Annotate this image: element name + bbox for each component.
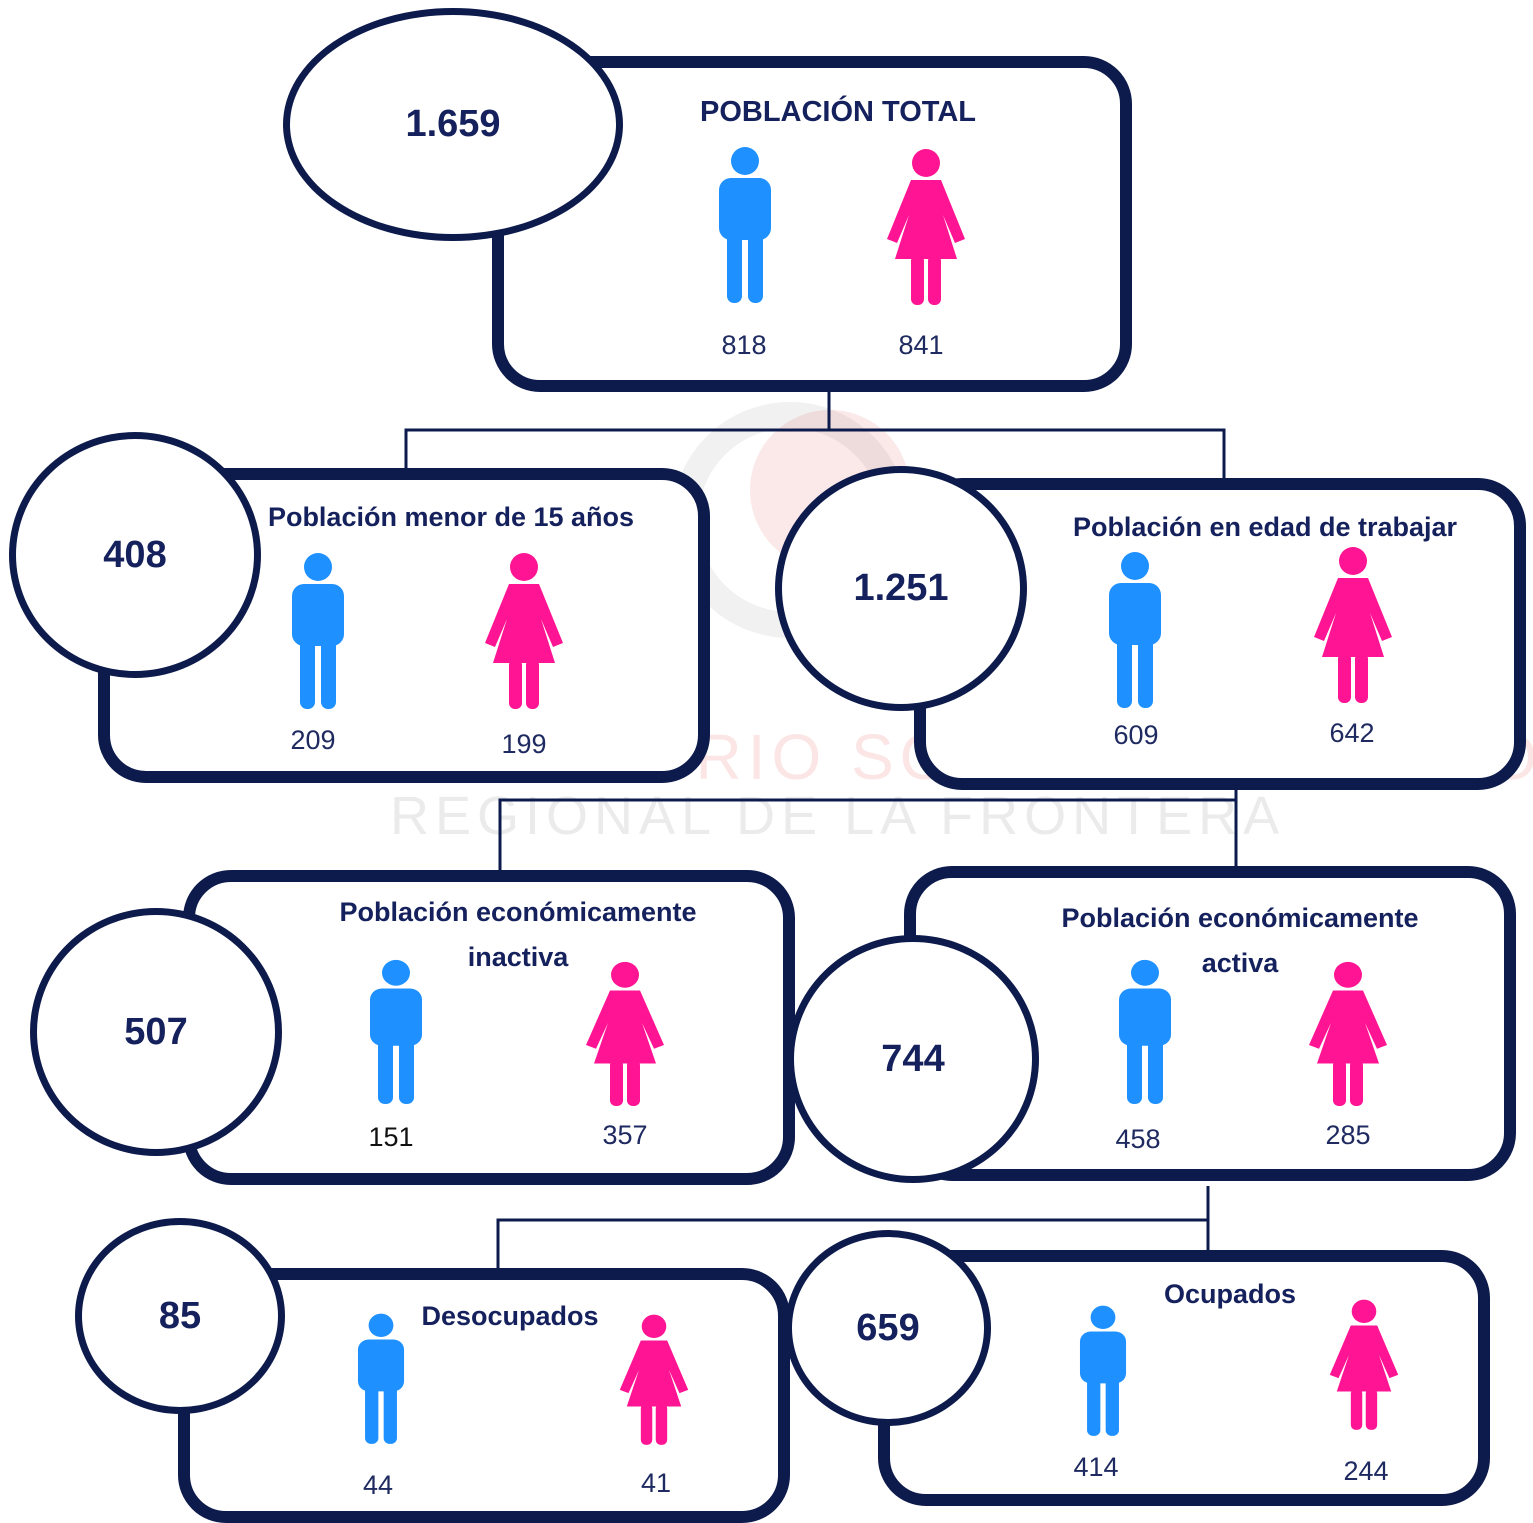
- male-person-icon: [1079, 1305, 1127, 1436]
- node-title: Población económicamente activa: [1061, 903, 1419, 978]
- total-value: 659: [856, 1306, 920, 1349]
- male-person-icon: [370, 959, 422, 1104]
- total-bubble: 1.659: [283, 8, 623, 241]
- female-count: 642: [1329, 718, 1375, 748]
- female-count: 285: [1325, 1120, 1371, 1150]
- total-bubble: 507: [30, 908, 282, 1156]
- node-box: [178, 1268, 790, 1523]
- total-value: 408: [103, 533, 167, 576]
- female-person-icon: [586, 961, 664, 1106]
- male-person-icon: [292, 553, 344, 709]
- male-count: 209: [290, 725, 336, 755]
- total-value: 744: [881, 1037, 945, 1080]
- total-bubble: 744: [787, 935, 1039, 1183]
- total-bubble: 1.251: [775, 466, 1027, 711]
- female-count: 841: [898, 330, 944, 360]
- female-count: 199: [501, 729, 547, 759]
- female-person-icon: [1329, 1299, 1399, 1430]
- female-count: 357: [602, 1120, 648, 1150]
- male-person-icon: [357, 1313, 405, 1444]
- male-count: 609: [1113, 720, 1159, 750]
- male-person-icon: [1119, 959, 1171, 1104]
- male-count: 414: [1073, 1452, 1119, 1482]
- node-title: Población económicamente inactiva: [339, 897, 697, 972]
- total-value: 1.659: [405, 103, 501, 145]
- male-count: 44: [362, 1470, 394, 1500]
- node-title: Población menor de 15 años: [267, 502, 635, 532]
- male-person-icon: [719, 147, 771, 303]
- female-person-icon: [887, 149, 965, 305]
- female-person-icon: [1309, 961, 1387, 1106]
- node-title: POBLACIÓN TOTAL: [699, 96, 977, 128]
- male-person-icon: [1109, 552, 1161, 708]
- total-value: 507: [124, 1010, 188, 1053]
- total-bubble: 659: [785, 1230, 991, 1426]
- male-count: 818: [721, 330, 767, 360]
- total-value: 1.251: [853, 567, 949, 609]
- total-value: 85: [158, 1294, 202, 1337]
- male-count: 151: [368, 1122, 414, 1152]
- female-person-icon: [619, 1314, 689, 1445]
- female-count: 41: [640, 1468, 672, 1498]
- node-title: Desocupados: [421, 1301, 599, 1331]
- female-person-icon: [485, 553, 563, 709]
- female-person-icon: [1314, 547, 1392, 703]
- total-bubble: 85: [75, 1218, 285, 1414]
- male-count: 458: [1115, 1124, 1161, 1154]
- total-bubble: 408: [9, 432, 261, 678]
- female-count: 244: [1343, 1456, 1389, 1486]
- node-title: Población en edad de trabajar: [1072, 512, 1458, 542]
- node-title: Ocupados: [1163, 1279, 1297, 1309]
